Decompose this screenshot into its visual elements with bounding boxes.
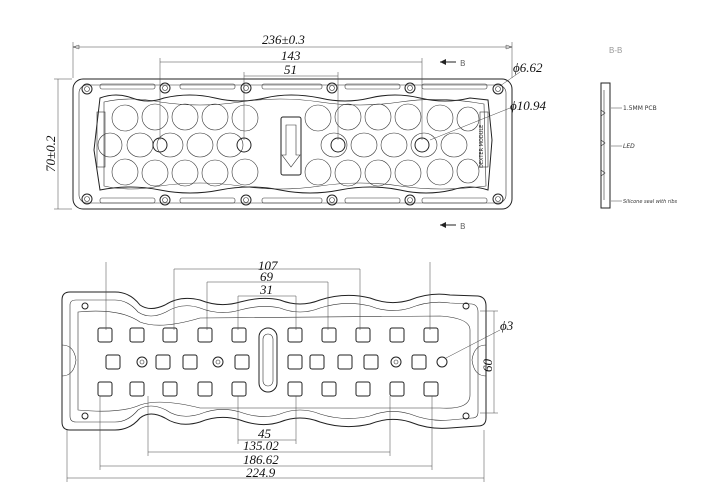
- top-hole-large: ϕ10.94: [510, 98, 546, 113]
- bottom-top-dim-1: 107: [258, 258, 278, 273]
- top-dimensions: [54, 42, 521, 228]
- top-spacing-inner: 51: [284, 62, 297, 77]
- top-lens-outline: [93, 94, 493, 194]
- section-view: B-B 1.5MM PCB LED Silicone seal with rib…: [600, 46, 678, 209]
- bottom-dimensions: [66, 262, 501, 482]
- top-mounting-holes: [81, 82, 504, 206]
- bottom-dim-3: 186.62: [243, 452, 279, 467]
- section-pcb-label: 1.5MM PCB: [623, 105, 657, 112]
- top-edge-slots: [96, 83, 489, 204]
- top-inner-frame: [78, 84, 507, 204]
- top-lens-inner: [103, 98, 487, 190]
- bottom-center-slot: [258, 327, 278, 393]
- section-led-label: LED: [623, 143, 635, 150]
- top-center-arrow: [280, 116, 302, 176]
- section-body: [600, 82, 611, 209]
- bottom-outer-frame: [61, 291, 487, 431]
- top-view: DEXTER MODULE 236±0.3 143: [43, 32, 546, 231]
- bottom-dim-1: 45: [258, 426, 272, 441]
- bottom-led-grid: [97, 327, 439, 397]
- top-hole-small: ϕ6.62: [513, 60, 543, 75]
- bottom-top-dim-2: 69: [260, 269, 274, 284]
- bottom-height: 60: [480, 359, 495, 373]
- bottom-dim-2: 135.02: [243, 438, 279, 453]
- bottom-inner-frame: [69, 299, 479, 423]
- section-title: B-B: [609, 46, 622, 55]
- top-outer-frame: [72, 78, 513, 210]
- bottom-view: 107 69 31 ϕ3 60 45 135.02 186.62 224.9: [61, 258, 514, 482]
- top-spacing-outer: 143: [281, 48, 301, 63]
- bottom-dim-4: 224.9: [246, 465, 276, 480]
- bottom-hole: ϕ3: [500, 318, 514, 333]
- bottom-holes: [81, 302, 470, 420]
- top-height: 70±0.2: [43, 135, 58, 172]
- bottom-top-dim-3: 31: [259, 282, 273, 297]
- section-mark-top: B: [460, 59, 466, 68]
- section-seal-label: Silicone seal with ribs: [623, 199, 678, 205]
- top-lens-cells: [97, 103, 480, 187]
- section-mark-bottom: B: [460, 222, 466, 231]
- top-side-label: DEXTER MODULE: [479, 125, 485, 168]
- top-led-holes: [152, 137, 430, 153]
- top-overall-width: 236±0.3: [262, 32, 305, 47]
